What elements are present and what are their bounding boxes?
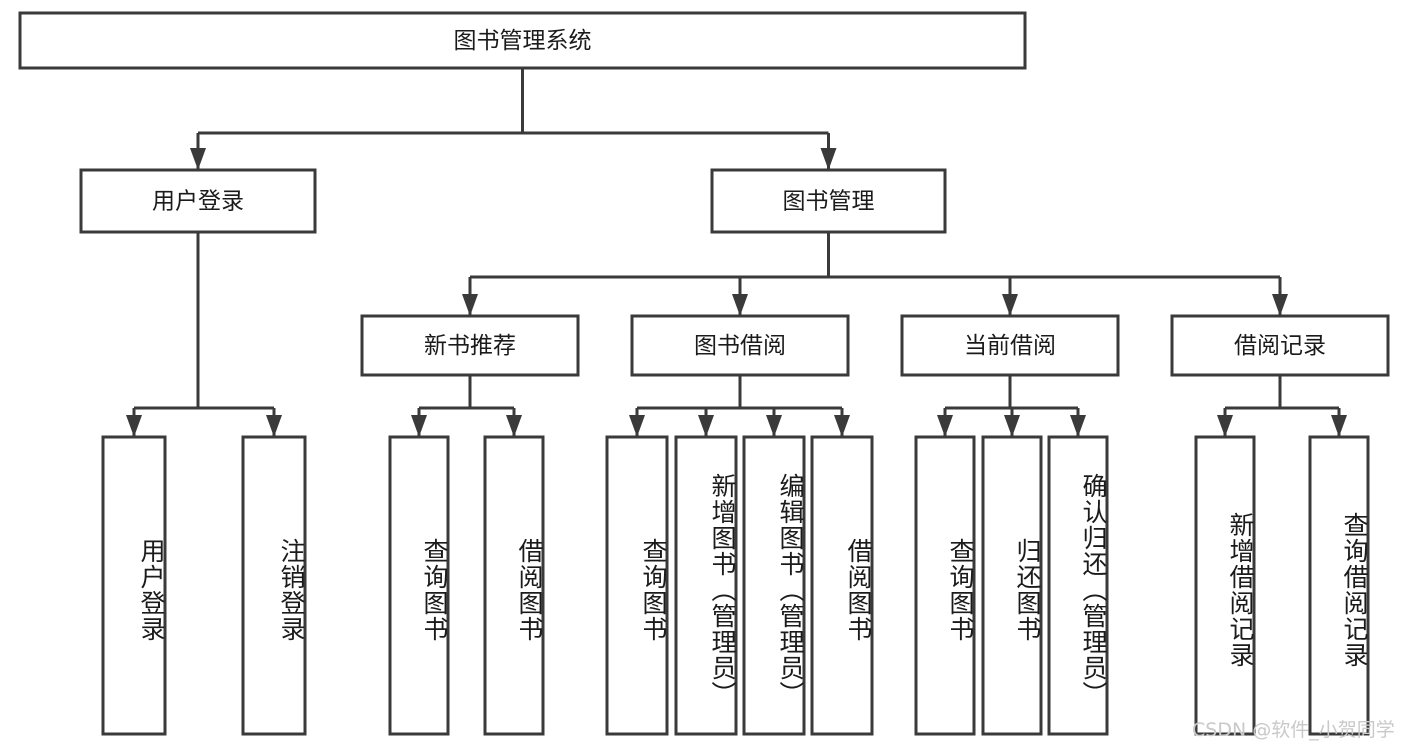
node-box-leaf-borrow-book-recommend[interactable] xyxy=(483,435,545,736)
node-box-book-borrow[interactable] xyxy=(630,314,850,377)
node-box-layer xyxy=(18,11,1390,736)
node-box-leaf-add-book[interactable] xyxy=(674,435,738,736)
node-box-root[interactable] xyxy=(18,11,1027,70)
connector-layer xyxy=(126,68,1347,437)
node-box-leaf-confirm-return[interactable] xyxy=(1047,435,1109,736)
node-box-book-management[interactable] xyxy=(710,168,947,234)
node-box-leaf-query-borrow-record[interactable] xyxy=(1308,435,1370,736)
node-box-leaf-return-book[interactable] xyxy=(981,435,1043,736)
arrow-head-icon-leaf-borrow-book-recommend xyxy=(506,415,522,437)
watermark: CSDN @软件_小贺同学 xyxy=(1192,719,1395,741)
arrow-head-icon-leaf-confirm-return xyxy=(1070,415,1086,437)
arrow-head-icon-leaf-query-book-recommend xyxy=(411,415,427,437)
node-box-leaf-query-book-recommend[interactable] xyxy=(388,435,450,736)
node-box-leaf-query-book-current[interactable] xyxy=(914,435,976,736)
arrow-head-icon-leaf-query-book-current xyxy=(937,415,953,437)
node-box-leaf-logout[interactable] xyxy=(241,435,307,736)
node-box-leaf-query-book-borrow[interactable] xyxy=(605,435,669,736)
node-label-book-borrow: 图书借阅 xyxy=(694,333,786,359)
node-label-user-login: 用户登录 xyxy=(152,189,244,215)
node-box-leaf-borrow-book[interactable] xyxy=(810,435,874,736)
node-box-leaf-edit-book[interactable] xyxy=(742,435,806,736)
arrow-head-icon-user-login xyxy=(190,148,206,170)
arrow-head-icon-leaf-borrow-book xyxy=(834,415,850,437)
arrow-head-icon-new-book-recommend xyxy=(462,294,478,316)
arrow-head-icon-leaf-edit-book xyxy=(766,415,782,437)
arrow-head-icon-leaf-add-borrow-record xyxy=(1217,415,1233,437)
node-box-user-login[interactable] xyxy=(79,168,317,234)
node-box-current-borrow[interactable] xyxy=(900,314,1120,377)
node-box-new-book-recommend[interactable] xyxy=(360,314,580,377)
arrow-head-icon-book-borrow xyxy=(732,294,748,316)
arrow-head-icon-current-borrow xyxy=(1002,294,1018,316)
node-box-leaf-add-borrow-record[interactable] xyxy=(1194,435,1256,736)
node-box-borrow-record[interactable] xyxy=(1170,314,1390,377)
node-label-current-borrow: 当前借阅 xyxy=(964,333,1056,359)
arrow-head-icon-leaf-add-book xyxy=(698,415,714,437)
node-label-borrow-record: 借阅记录 xyxy=(1234,333,1326,359)
arrow-head-icon-leaf-logout xyxy=(266,415,282,437)
arrow-head-icon-leaf-user-login xyxy=(126,415,142,437)
node-label-new-book-recommend: 新书推荐 xyxy=(424,333,516,359)
arrow-head-icon-leaf-return-book xyxy=(1004,415,1020,437)
node-label-book-management: 图书管理 xyxy=(783,189,875,215)
arrow-head-icon-leaf-query-borrow-record xyxy=(1331,415,1347,437)
arrow-head-icon-book-management xyxy=(820,148,837,170)
node-label-root: 图书管理系统 xyxy=(454,28,592,54)
arrow-head-icon-leaf-query-book-borrow xyxy=(629,415,645,437)
node-box-leaf-user-login[interactable] xyxy=(101,435,167,736)
arrow-head-icon-borrow-record xyxy=(1272,294,1288,316)
